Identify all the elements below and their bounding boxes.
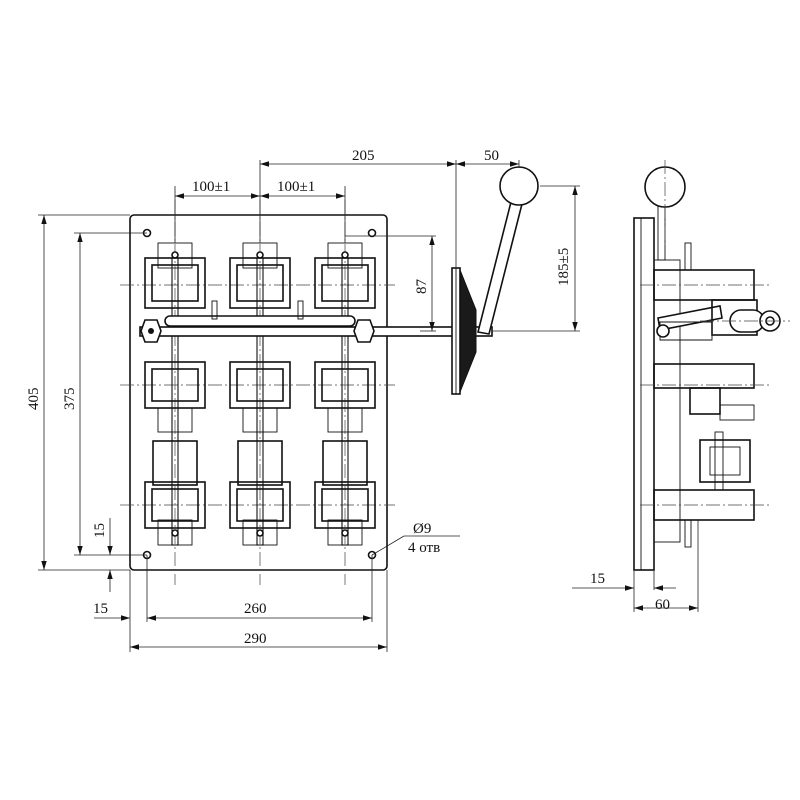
dim-15-horizontal-label: 15 bbox=[93, 601, 108, 617]
dim-185-label: 185±5 bbox=[556, 248, 572, 286]
dim-100-right-label: 100±1 bbox=[277, 179, 315, 195]
dim-87-label: 87 bbox=[414, 279, 430, 295]
side-dim-15-label: 15 bbox=[590, 571, 605, 587]
dim-15-vertical-label: 15 bbox=[92, 523, 108, 538]
hole-diameter-label: Ø9 bbox=[413, 521, 431, 537]
dim-290-label: 290 bbox=[244, 631, 267, 647]
front-dimensions: 205 50 100±1 100±1 87 185±5 405 375 15 bbox=[26, 148, 580, 652]
pole-3 bbox=[314, 242, 376, 546]
dim-50-label: 50 bbox=[484, 148, 499, 164]
dim-100-left-label: 100±1 bbox=[192, 179, 230, 195]
drive-shaft bbox=[139, 319, 493, 343]
side-dimensions: 15 60 bbox=[572, 520, 699, 613]
side-dim-60-label: 60 bbox=[655, 597, 670, 613]
traverse-bar bbox=[164, 300, 356, 327]
dim-205-label: 205 bbox=[352, 148, 375, 164]
dim-375-label: 375 bbox=[62, 388, 78, 411]
dim-260-label: 260 bbox=[244, 601, 267, 617]
front-view bbox=[120, 166, 539, 585]
base-plate bbox=[129, 214, 388, 571]
dim-405-label: 405 bbox=[26, 388, 42, 411]
hole-count-label: 4 отв bbox=[408, 540, 440, 556]
handle-flange bbox=[451, 267, 477, 395]
lever bbox=[477, 166, 539, 335]
side-base-plate bbox=[633, 217, 655, 571]
side-view bbox=[633, 160, 790, 571]
pole-1 bbox=[144, 242, 206, 546]
